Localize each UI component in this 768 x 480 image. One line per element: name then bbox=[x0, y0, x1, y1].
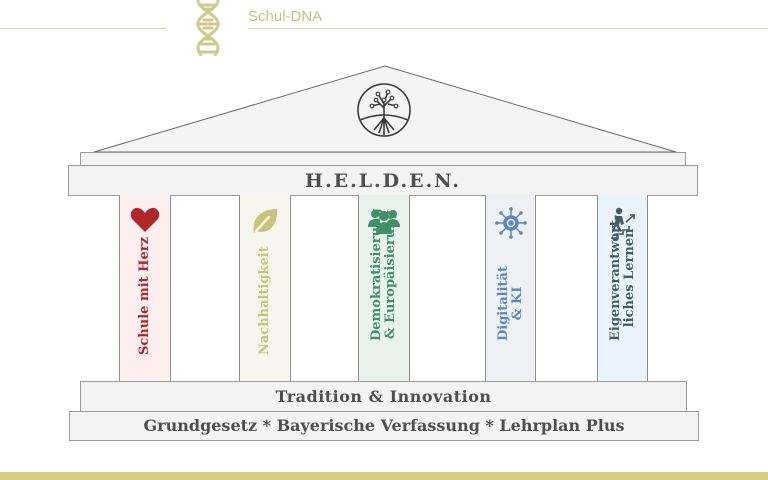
column-label: Demokratisierung & Europäisierung bbox=[369, 208, 398, 341]
ai-network-icon bbox=[494, 207, 527, 239]
column-digitalitaet: Digitalität & KI bbox=[485, 195, 536, 381]
header-rule-right bbox=[248, 28, 768, 29]
column-label: Nachhaltigkeit bbox=[257, 246, 272, 355]
people-group-icon bbox=[368, 210, 400, 234]
upper-base-label: Tradition & Innovation bbox=[275, 387, 492, 406]
lower-base-label: Grundgesetz * Bayerische Verfassung * Le… bbox=[143, 416, 625, 435]
header-rule-left bbox=[0, 28, 166, 29]
cornice bbox=[80, 152, 686, 166]
person-climbing-stairs-icon bbox=[610, 207, 635, 239]
column-schule-mit-herz: Schule mit Herz bbox=[119, 195, 171, 381]
entablature-beam: H.E.L.D.E.N. bbox=[68, 165, 698, 196]
column-label: Digitalität & KI bbox=[495, 266, 525, 341]
dna-helix-icon bbox=[196, 0, 220, 56]
column-nachhaltigkeit: Nachhaltigkeit bbox=[239, 195, 291, 381]
footer-bar bbox=[0, 472, 768, 480]
tree-of-life-icon bbox=[357, 83, 411, 137]
upper-base: Tradition & Innovation bbox=[80, 381, 687, 412]
leaf-icon bbox=[253, 209, 278, 233]
column-demokratisierung: Demokratisierung & Europäisierung bbox=[358, 195, 410, 381]
header-title: Schul-DNA bbox=[248, 8, 323, 25]
lower-base: Grundgesetz * Bayerische Verfassung * Le… bbox=[69, 411, 699, 441]
heart-icon bbox=[130, 207, 160, 232]
entablature-label: H.E.L.D.E.N. bbox=[305, 170, 461, 192]
column-label: Eigenverantwort- liches Lernen bbox=[607, 214, 637, 341]
column-eigenverantwortliches-lernen: Eigenverantwort- liches Lernen bbox=[597, 195, 648, 381]
column-label: Schule mit Herz bbox=[137, 237, 152, 355]
